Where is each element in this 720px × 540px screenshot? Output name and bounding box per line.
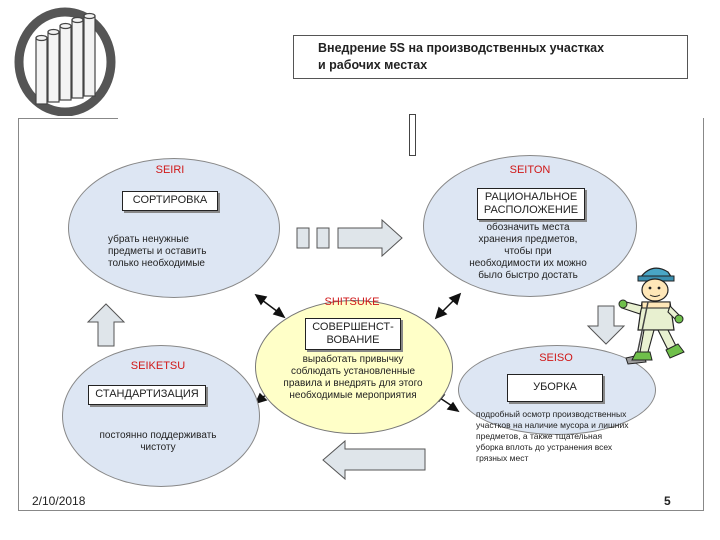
seiketsu-desc: постоянно поддерживать чистоту bbox=[88, 430, 228, 454]
seiton-label: SEITON bbox=[509, 164, 551, 176]
shitsuke-box-line: ВОВАНИЕ bbox=[326, 334, 380, 346]
seiketsu-label: SEIKETSU bbox=[130, 360, 186, 372]
seiton-box-line: РАЦИОНАЛЬНОЕ bbox=[484, 191, 578, 203]
seiton-desc-line: хранения предметов, bbox=[478, 234, 578, 245]
seiketsu-desc-line: постоянно поддерживать bbox=[99, 430, 217, 441]
seiso-desc-line: участков на наличие мусора и лишних bbox=[476, 420, 629, 430]
diag-arrow-bottom-right bbox=[439, 397, 453, 407]
shitsuke-label: SHITSUKE bbox=[324, 296, 380, 308]
seiton-desc-line: необходимости их можно bbox=[469, 258, 587, 269]
seiso-desc-line: подробный осмотр производственных bbox=[476, 409, 627, 419]
title-line-1: Внедрение 5S на производственных участка… bbox=[318, 41, 605, 55]
top-flow-arrow bbox=[296, 218, 403, 258]
page-number: 5 bbox=[664, 494, 671, 508]
shitsuke-box: СОВЕРШЕНСТ- ВОВАНИЕ bbox=[305, 318, 401, 350]
seiri-desc-line: убрать ненужные bbox=[108, 234, 189, 245]
seiso-label: SEISO bbox=[539, 352, 573, 364]
seiton-desc: обозначить места хранения предметов, что… bbox=[448, 222, 608, 282]
seiso-box: УБОРКА bbox=[507, 374, 603, 402]
seiton-desc-line: было быстро достать bbox=[478, 270, 578, 281]
shitsuke-desc-line: правила и внедрять для этого bbox=[283, 378, 423, 389]
shitsuke-desc-line: выработать привычку bbox=[302, 354, 404, 365]
bottom-left-arrow bbox=[322, 439, 426, 481]
seiri-desc-line: только необходимые bbox=[108, 258, 205, 269]
diagram-frame bbox=[18, 118, 704, 511]
seiso-desc-line: предметов, а также тщательная bbox=[476, 431, 603, 441]
seiketsu-desc-line: чистоту bbox=[140, 442, 176, 453]
pillars-logo-icon bbox=[14, 7, 116, 116]
seiton-box-line: РАСПОЛОЖЕНИЕ bbox=[483, 204, 579, 216]
page-title: Внедрение 5S на производственных участка… bbox=[293, 35, 688, 79]
seiso-desc-line: грязных мест bbox=[476, 453, 529, 463]
seiri-label: SEIRI bbox=[155, 164, 185, 176]
frame-top-line bbox=[18, 118, 118, 119]
title-line-2: и рабочих местах bbox=[318, 58, 428, 72]
diag-arrow-top-right bbox=[441, 299, 455, 313]
shitsuke-desc: выработать привычку соблюдать установлен… bbox=[262, 354, 444, 402]
seiri-ellipse bbox=[68, 158, 280, 298]
seiri-box: СОРТИРОВКА bbox=[122, 191, 218, 211]
left-up-arrow bbox=[86, 303, 126, 347]
shitsuke-desc-line: необходимые мероприятия bbox=[289, 390, 417, 401]
seiri-desc-line: предметы и оставить bbox=[108, 246, 207, 257]
seiton-box: РАЦИОНАЛЬНОЕ РАСПОЛОЖЕНИЕ bbox=[477, 188, 585, 220]
seiketsu-box: СТАНДАРТИЗАЦИЯ bbox=[88, 385, 206, 405]
cleaning-worker-icon bbox=[618, 267, 685, 365]
pillar-bar bbox=[409, 114, 416, 156]
diag-arrow-top-left bbox=[261, 299, 279, 313]
seiton-desc-line: чтобы при bbox=[504, 246, 552, 257]
seiso-desc-line: уборка вплоть до устранения всех bbox=[476, 442, 613, 452]
shitsuke-desc-line: соблюдать установленные bbox=[290, 366, 416, 377]
seiso-desc: подробный осмотр производственных участк… bbox=[476, 409, 672, 464]
seiketsu-ellipse bbox=[62, 345, 260, 487]
seiri-desc: убрать ненужные предметы и оставить толь… bbox=[108, 234, 248, 270]
seiton-desc-line: обозначить места bbox=[486, 222, 570, 233]
footer-date: 2/10/2018 bbox=[32, 494, 86, 508]
right-down-arrow bbox=[586, 305, 626, 345]
shitsuke-box-line: СОВЕРШЕНСТ- bbox=[312, 321, 394, 333]
seiton-ellipse bbox=[423, 155, 637, 297]
